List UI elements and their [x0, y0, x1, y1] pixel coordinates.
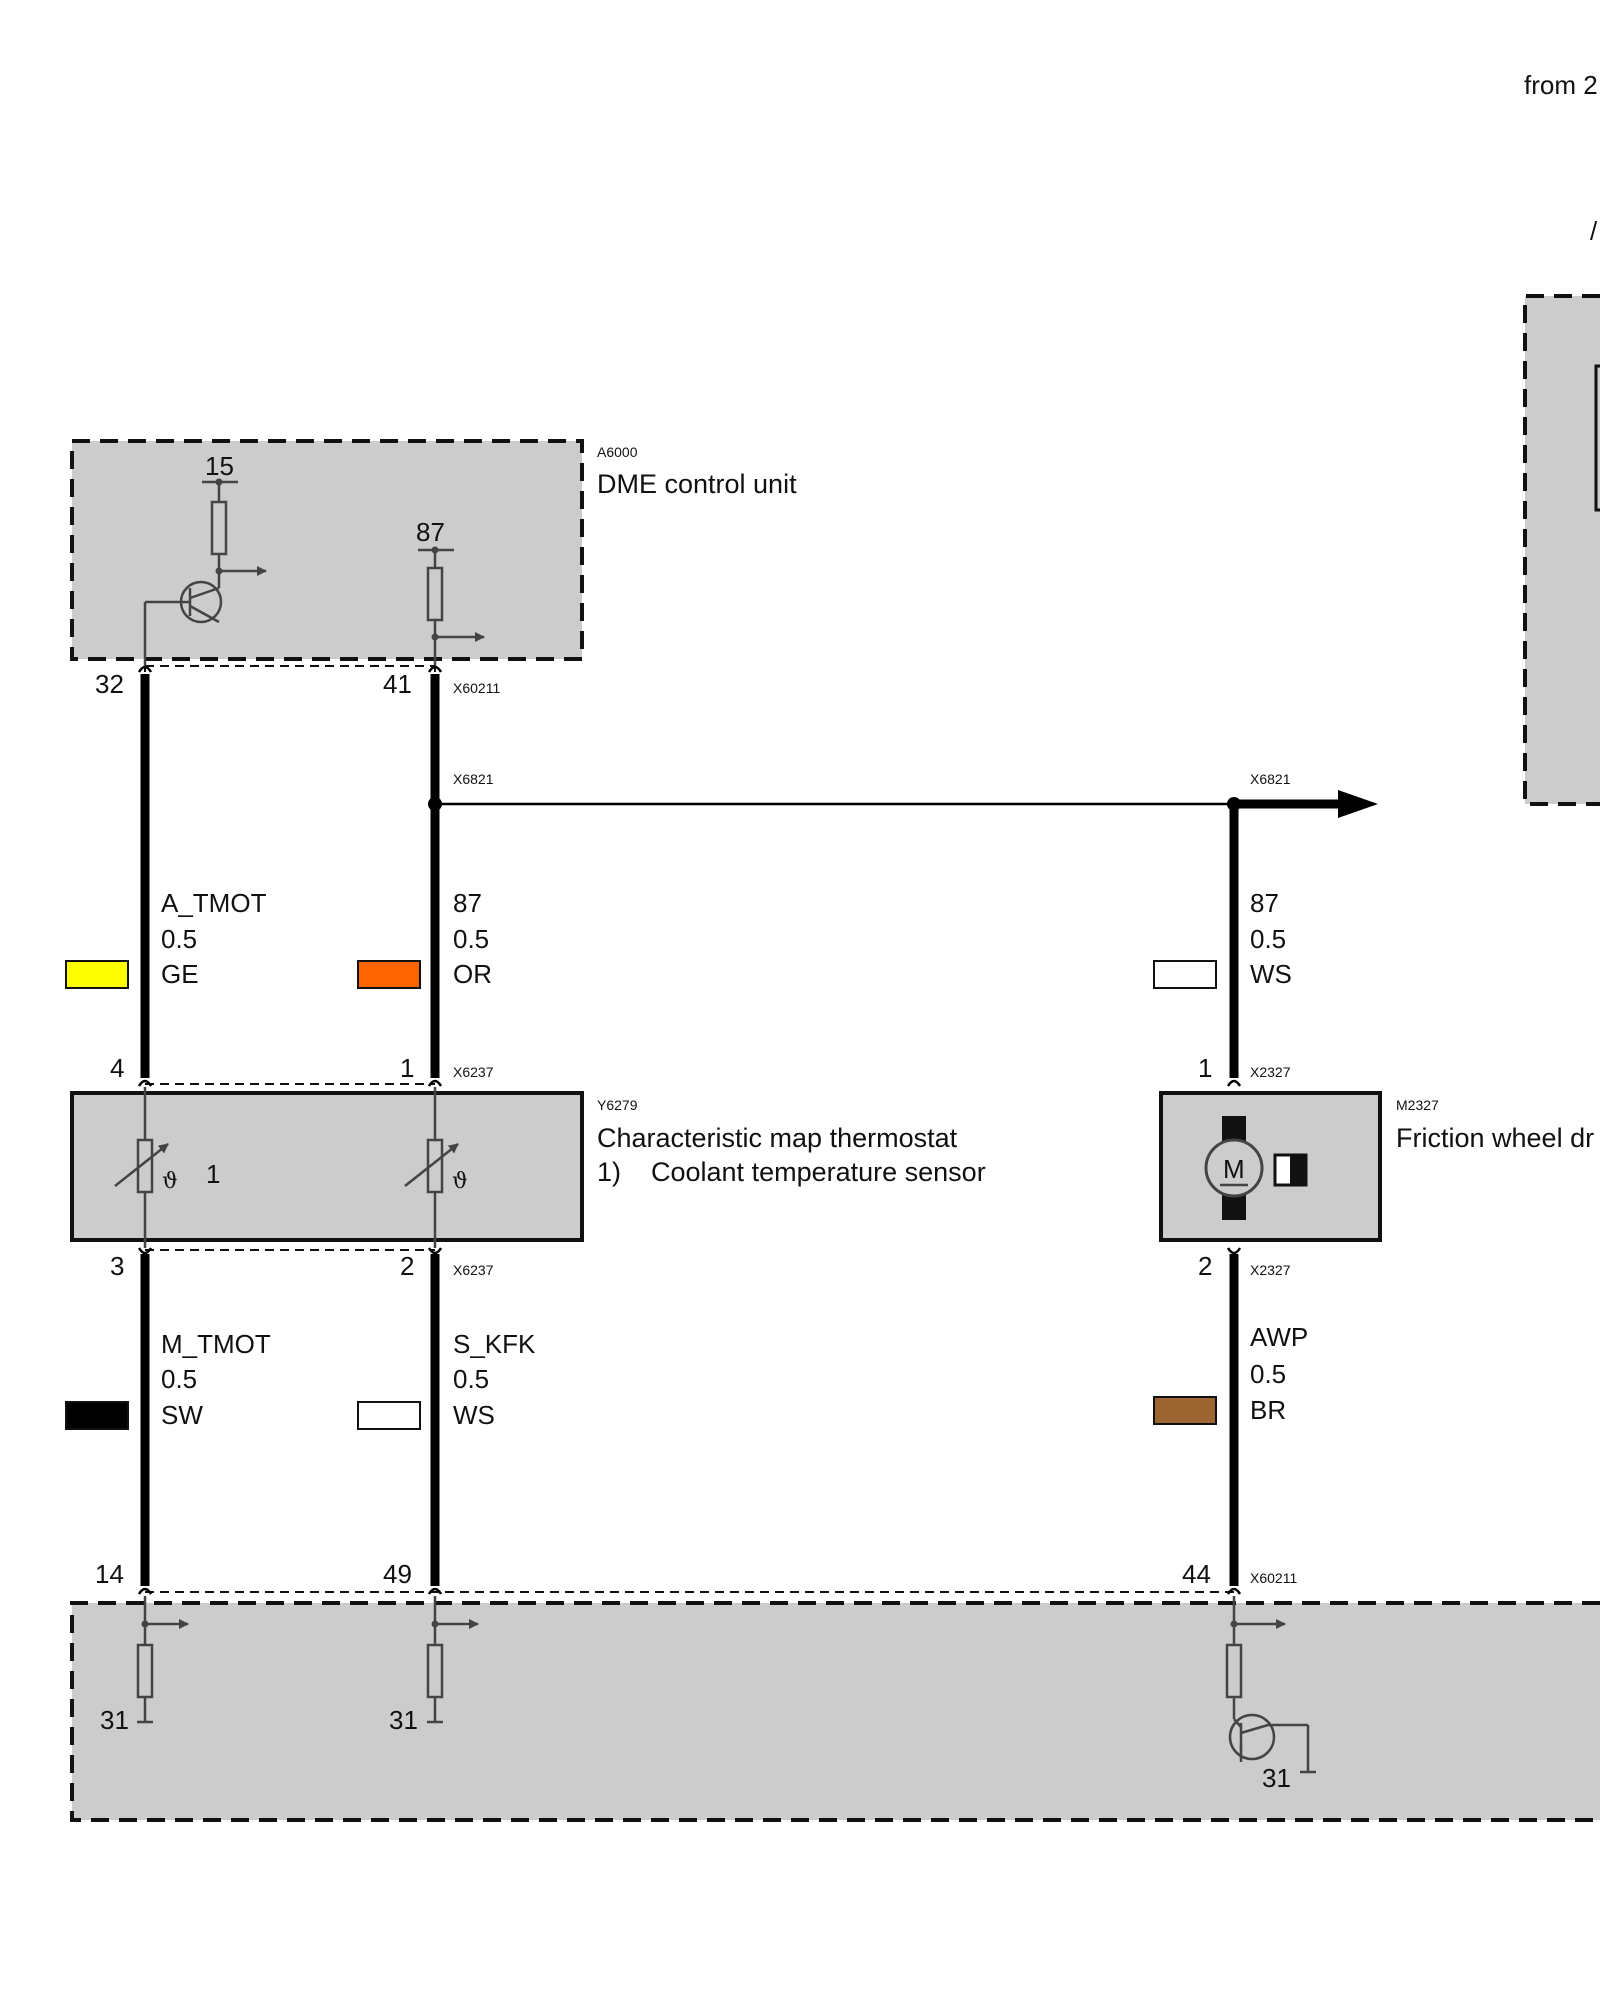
bottom-pin-49: 49 [383, 1559, 412, 1589]
friction-wheel-drive-motor[interactable]: M [1159, 1091, 1382, 1242]
wire-color-swatch-ge [65, 960, 129, 989]
dme-component-name: DME control unit [597, 469, 797, 499]
theta-symbol-left: ϑ [162, 1169, 178, 1194]
continuation-arrow-icon[interactable] [1338, 790, 1378, 818]
svg-text:M_TMOT: M_TMOT [161, 1329, 271, 1359]
pump-connector-bottom: X2327 [1250, 1262, 1291, 1278]
pump-pin-1: 1 [1198, 1053, 1212, 1083]
wire-label-s-kfk: S_KFK 0.5 WS [357, 1329, 536, 1430]
thermostat-inner-marker: 1 [206, 1159, 220, 1189]
ground-31-label-2: 31 [389, 1705, 418, 1735]
from-page-reference: from 2 [1524, 70, 1598, 100]
bottom-control-unit[interactable]: 31 31 31 [70, 1596, 1600, 1822]
svg-text:BR: BR [1250, 1395, 1286, 1425]
svg-text:OR: OR [453, 959, 492, 989]
wire-color-swatch-sw [65, 1401, 129, 1430]
thermostat-pin-3: 3 [110, 1251, 124, 1281]
thermostat-note-text: Coolant temperature sensor [651, 1157, 986, 1187]
wire-label-87-or: 87 0.5 OR [357, 888, 492, 989]
svg-text:0.5: 0.5 [1250, 1359, 1286, 1389]
thermostat-component-id: Y6279 [597, 1097, 638, 1113]
output-transistor-symbol [1228, 1713, 1276, 1761]
wire-label-87-ws: 87 0.5 WS [1153, 888, 1292, 989]
dme-connector-id: X60211 [453, 680, 500, 696]
svg-text:A_TMOT: A_TMOT [161, 888, 267, 918]
thermostat-pin-1: 1 [400, 1053, 414, 1083]
svg-text:87: 87 [453, 888, 482, 918]
svg-text:0.5: 0.5 [453, 924, 489, 954]
splice-label-left: X6821 [453, 771, 494, 787]
dme-supply-87-label: 87 [416, 517, 445, 547]
pump-component-id: M2327 [1396, 1097, 1439, 1113]
ground-31-label-1: 31 [100, 1705, 129, 1735]
svg-text:AWP: AWP [1250, 1322, 1308, 1352]
svg-text:0.5: 0.5 [453, 1364, 489, 1394]
wire-label-awp: AWP 0.5 BR [1153, 1322, 1308, 1425]
svg-text:0.5: 0.5 [1250, 924, 1286, 954]
thermostat-pin-4: 4 [110, 1053, 124, 1083]
partial-unit-right [1523, 294, 1600, 806]
wire-color-swatch-br [1153, 1396, 1217, 1425]
thermostat-component-name: Characteristic map thermostat [597, 1123, 958, 1153]
characteristic-map-thermostat[interactable]: ϑ 1 ϑ [70, 1087, 584, 1248]
dme-supply-15-label: 15 [205, 451, 234, 481]
dme-component-id: A6000 [597, 444, 638, 460]
splice-node-left [428, 797, 442, 811]
wire-label-a-tmot: A_TMOT 0.5 GE [65, 888, 267, 989]
bottom-connector-id: X60211 [1250, 1570, 1297, 1586]
motor-symbol-m: M [1223, 1154, 1245, 1184]
svg-text:S_KFK: S_KFK [453, 1329, 536, 1359]
svg-text:GE: GE [161, 959, 199, 989]
wire-color-swatch-ws [1153, 960, 1217, 989]
svg-text:WS: WS [1250, 959, 1292, 989]
pump-pin-2: 2 [1198, 1251, 1212, 1281]
pump-component-name: Friction wheel dr [1396, 1123, 1594, 1153]
dme-control-unit[interactable]: 15 87 [70, 439, 584, 666]
dme-pin-41: 41 [383, 669, 412, 699]
svg-text:0.5: 0.5 [161, 1364, 197, 1394]
svg-text:0.5: 0.5 [161, 924, 197, 954]
splice-label-right: X6821 [1250, 771, 1291, 787]
theta-symbol-right: ϑ [452, 1169, 468, 1194]
cut-off-glyph: / [1590, 216, 1598, 246]
wire-color-swatch-ws-2 [357, 1401, 421, 1430]
thermostat-note-number: 1) [597, 1157, 621, 1187]
dme-pin-32: 32 [95, 669, 124, 699]
thermostat-connector-top: X6237 [453, 1064, 494, 1080]
wire-color-swatch-or [357, 960, 421, 989]
bottom-pin-44: 44 [1182, 1559, 1211, 1589]
svg-text:WS: WS [453, 1400, 495, 1430]
motor-icon [1204, 1138, 1264, 1198]
partial-unit-inner-edge [1594, 364, 1600, 512]
bottom-pin-14: 14 [95, 1559, 124, 1589]
pump-connector-top: X2327 [1250, 1064, 1291, 1080]
svg-text:SW: SW [161, 1400, 203, 1430]
thermostat-connector-bottom: X6237 [453, 1262, 494, 1278]
wire-label-m-tmot: M_TMOT 0.5 SW [65, 1329, 271, 1430]
thermostat-pin-2: 2 [400, 1251, 414, 1281]
svg-text:87: 87 [1250, 888, 1279, 918]
ground-31-label-3: 31 [1262, 1763, 1291, 1793]
